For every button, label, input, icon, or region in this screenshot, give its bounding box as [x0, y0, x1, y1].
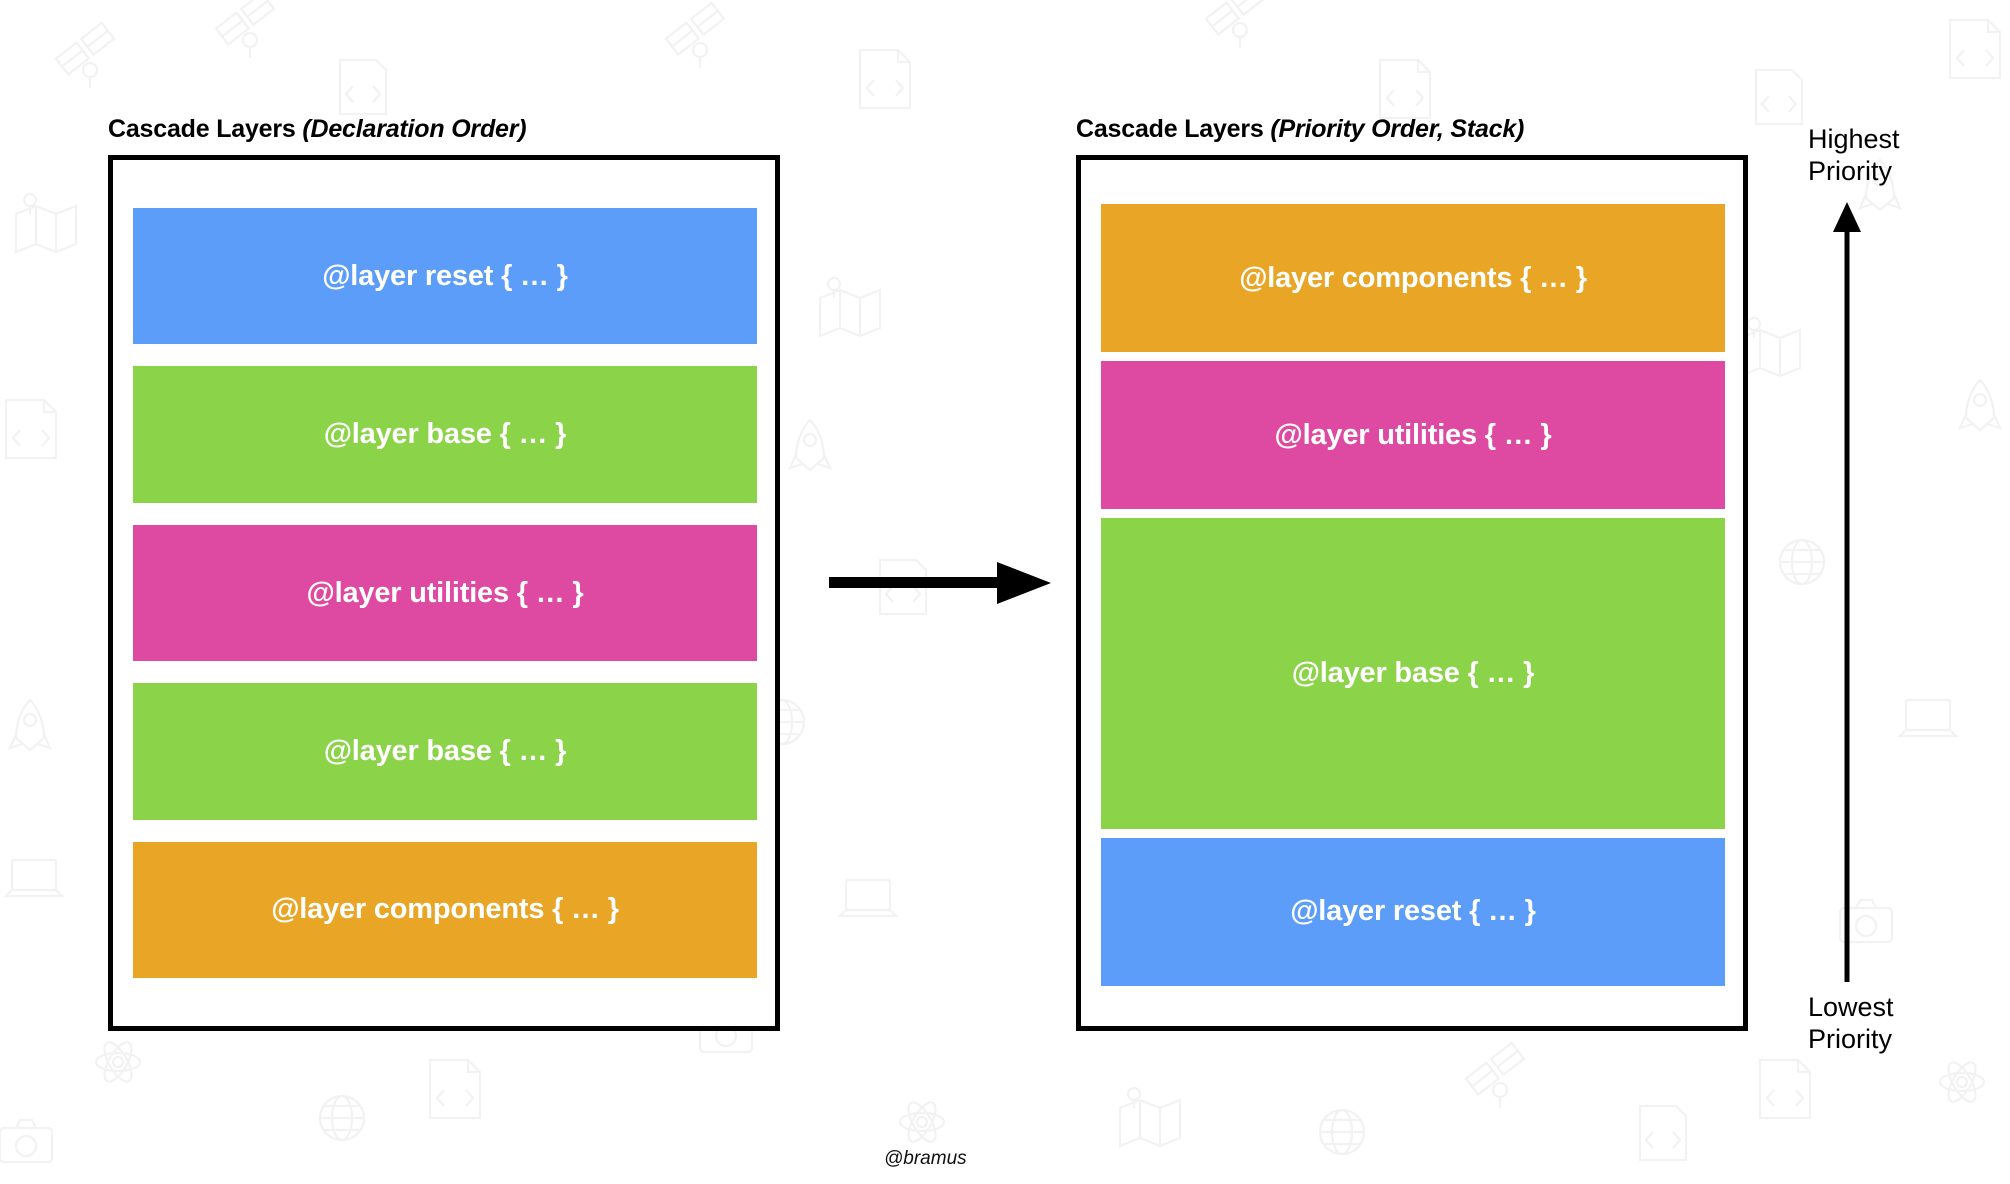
layer-block-base-2[interactable]: @layer base { … } [133, 683, 757, 820]
declaration-order-box: @layer reset { … } @layer base { … } @la… [108, 155, 780, 1031]
panel-priority-title-emphasis: (Priority Order, Stack) [1270, 115, 1525, 143]
highest-priority-label: Highest Priority [1808, 124, 1900, 188]
panel-declaration-title: Cascade Layers (Declaration Order) [108, 115, 780, 144]
layer-block-components[interactable]: @layer components { … } [133, 841, 757, 979]
layer-label: @layer utilities { … } [1274, 418, 1552, 451]
panel-priority-title-main: Cascade Layers [1076, 115, 1271, 143]
declaration-layer-list: @layer reset { … } @layer base { … } @la… [133, 208, 757, 979]
stack-block-components[interactable]: @layer components { … } [1101, 204, 1725, 353]
panel-priority-order: Cascade Layers (Priority Order, Stack) @… [1076, 115, 1748, 1031]
lowest-priority-line1: Lowest [1808, 992, 1894, 1022]
author-signature: @bramus [884, 1148, 967, 1169]
stack-block-utilities[interactable]: @layer utilities { … } [1101, 361, 1725, 510]
layer-block-utilities[interactable]: @layer utilities { … } [133, 524, 757, 662]
panel-declaration-title-emphasis: (Declaration Order) [302, 115, 527, 143]
stack-block-base[interactable]: @layer base { … } [1101, 518, 1725, 829]
layer-label: @layer base { … } [323, 734, 567, 767]
lowest-priority-line2: Priority [1808, 1023, 1893, 1054]
highest-priority-line1: Highest [1808, 124, 1900, 154]
panel-declaration-title-main: Cascade Layers [108, 115, 303, 143]
priority-up-arrow-icon [1833, 202, 1861, 982]
layer-label: @layer components { … } [271, 893, 619, 926]
layer-label: @layer reset { … } [322, 259, 568, 292]
layer-block-reset[interactable]: @layer reset { … } [133, 208, 757, 345]
stack-block-reset[interactable]: @layer reset { … } [1101, 837, 1725, 987]
lowest-priority-label: Lowest Priority [1808, 992, 1894, 1056]
layer-label: @layer base { … } [323, 418, 567, 451]
layer-block-base-1[interactable]: @layer base { … } [133, 366, 757, 503]
priority-scale: Highest Priority Lowest Priority [1800, 124, 1980, 1054]
priority-order-box: @layer components { … } @layer utilities… [1076, 155, 1748, 1031]
transform-arrow-icon [829, 562, 1051, 604]
layer-label: @layer utilities { … } [306, 576, 584, 609]
layer-label: @layer components { … } [1239, 261, 1587, 294]
layer-label: @layer base { … } [1291, 657, 1535, 690]
priority-layer-stack: @layer components { … } @layer utilities… [1101, 204, 1725, 987]
panel-priority-title: Cascade Layers (Priority Order, Stack) [1076, 115, 1748, 144]
panel-declaration-order: Cascade Layers (Declaration Order) @laye… [108, 115, 780, 1031]
highest-priority-line2: Priority [1808, 155, 1893, 186]
layer-label: @layer reset { … } [1290, 895, 1536, 928]
